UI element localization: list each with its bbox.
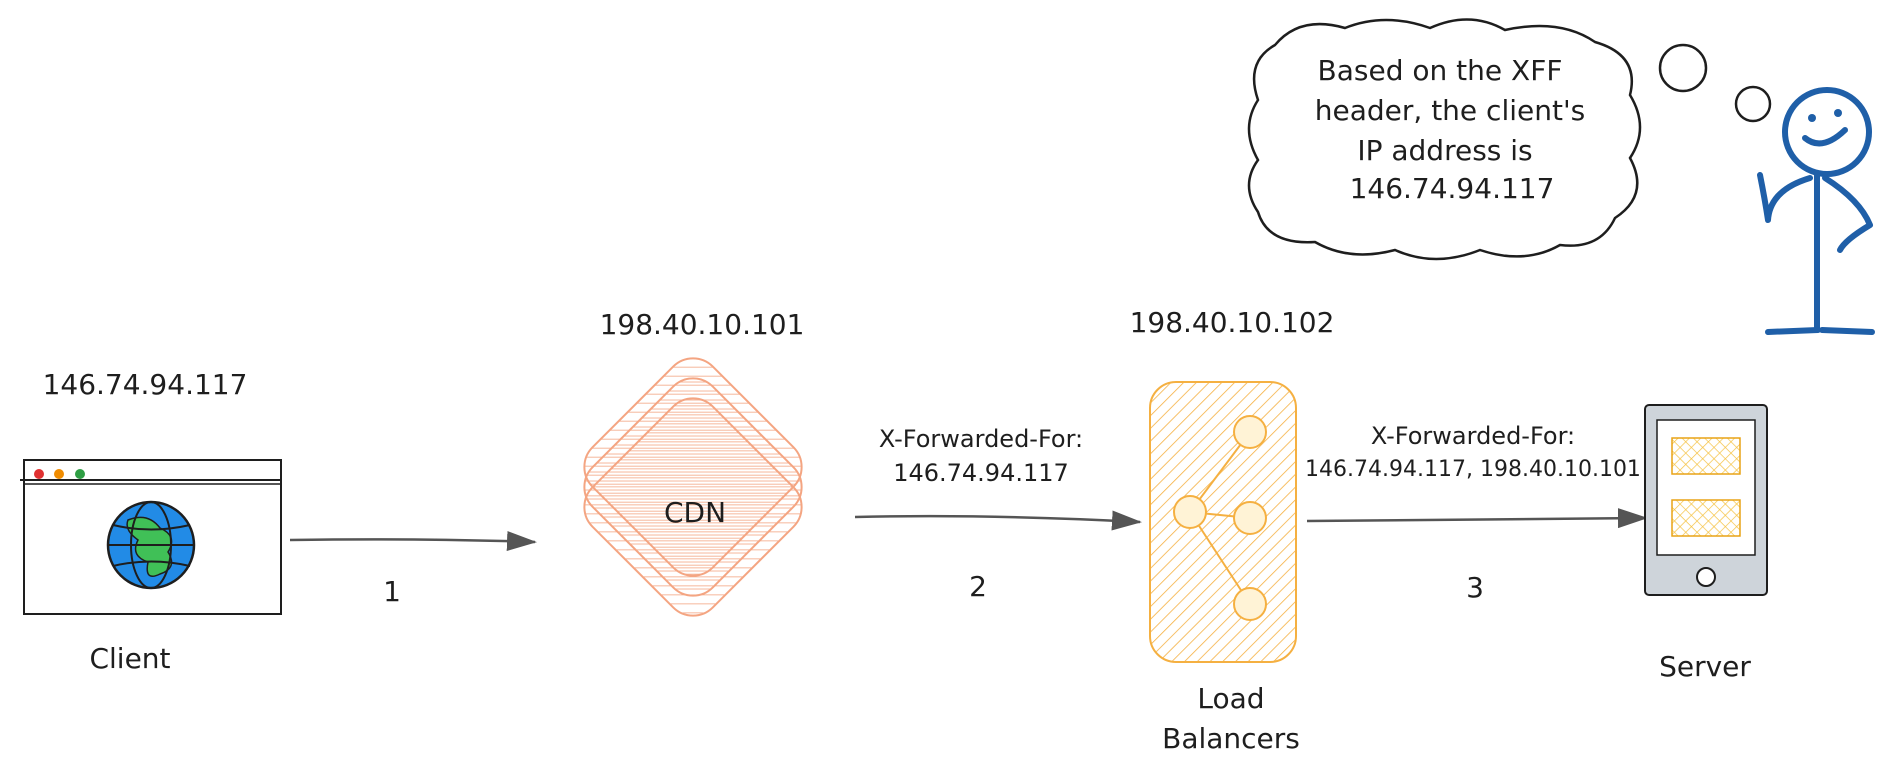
cdn-node[interactable]: 198.40.10.101 CDN — [573, 308, 813, 627]
client-ip: 146.74.94.117 — [43, 368, 248, 401]
thought-line-4: 146.74.94.117 — [1350, 172, 1555, 205]
arrow-1: 1 — [289, 531, 537, 608]
step-label-3: 3 — [1466, 571, 1484, 604]
cdn-stack-icon — [583, 357, 803, 617]
server-device-icon — [1644, 404, 1768, 596]
server-label: Server — [1659, 650, 1751, 683]
thought-dot-small — [1734, 85, 1772, 123]
thought-line-2: header, the client's — [1315, 94, 1585, 127]
server-node[interactable]: Server — [1644, 404, 1768, 683]
xff-header-label-2: X-Forwarded-For: — [879, 425, 1083, 453]
load-balancer-ip: 198.40.10.102 — [1130, 306, 1335, 339]
browser-globe-icon — [20, 459, 282, 615]
cdn-ip: 198.40.10.101 — [600, 308, 805, 341]
thought-line-3: IP address is — [1357, 134, 1532, 167]
load-balancer-label-line2: Balancers — [1162, 722, 1300, 755]
step-label-1: 1 — [383, 575, 401, 608]
client-label: Client — [89, 642, 170, 675]
load-balancer-label-line1: Load — [1197, 682, 1264, 715]
load-balancer-node[interactable]: 198.40.10.102 Load Balancers — [1130, 306, 1335, 755]
network-nodes-icon — [1173, 415, 1267, 621]
cdn-label: CDN — [664, 496, 726, 529]
xff-header-value-2: 146.74.94.117 — [893, 459, 1069, 487]
thought-bubble: Based on the XFF header, the client's IP… — [1247, 18, 1772, 261]
thought-cloud-shape — [1247, 18, 1642, 261]
stick-figure-icon — [1757, 87, 1875, 335]
step-label-2: 2 — [969, 570, 987, 603]
arrow-3: X-Forwarded-For: 146.74.94.117, 198.40.1… — [1305, 422, 1648, 604]
arrow-2: X-Forwarded-For: 146.74.94.117 2 — [854, 425, 1142, 603]
client-node[interactable]: 146.74.94.117 Client — [20, 368, 282, 675]
xff-header-value-3: 146.74.94.117, 198.40.10.101 — [1305, 457, 1641, 482]
thought-dot-large — [1658, 43, 1708, 93]
xff-header-label-3: X-Forwarded-For: — [1371, 422, 1575, 450]
thought-line-1: Based on the XFF — [1318, 54, 1563, 87]
